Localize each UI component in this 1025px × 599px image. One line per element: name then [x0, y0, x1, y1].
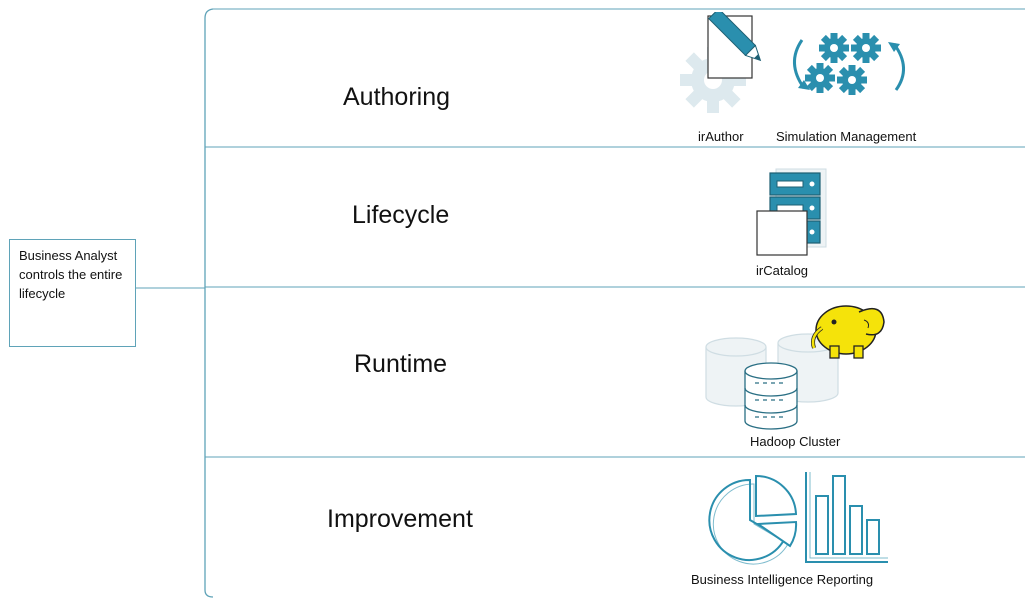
pie-chart-icon: [708, 474, 798, 565]
document-pencil-icon: [707, 12, 762, 79]
caption-irauthor: irAuthor: [698, 129, 744, 144]
server-stack-icon: [756, 168, 827, 256]
stage-title-runtime: Runtime: [354, 350, 448, 378]
database-icon: [705, 333, 839, 430]
business-analyst-box: Business Analyst controls the entire lif…: [9, 239, 136, 347]
caption-bi-reporting: Business Intelligence Reporting: [691, 572, 874, 587]
business-analyst-text: Business Analyst controls the entire lif…: [19, 248, 123, 301]
caption-hadoop-cluster: Hadoop Cluster: [750, 434, 841, 449]
hadoop-elephant-icon: [811, 305, 885, 359]
stage-title-authoring: Authoring: [343, 83, 451, 111]
bar-chart-icon: [805, 472, 888, 563]
stage-title-improvement: Improvement: [327, 505, 473, 533]
gears-cycle-icon: [793, 33, 905, 95]
caption-ircatalog: irCatalog: [756, 263, 809, 278]
caption-simulation-management: Simulation Management: [776, 129, 917, 144]
stage-title-lifecycle: Lifecycle: [352, 201, 450, 229]
